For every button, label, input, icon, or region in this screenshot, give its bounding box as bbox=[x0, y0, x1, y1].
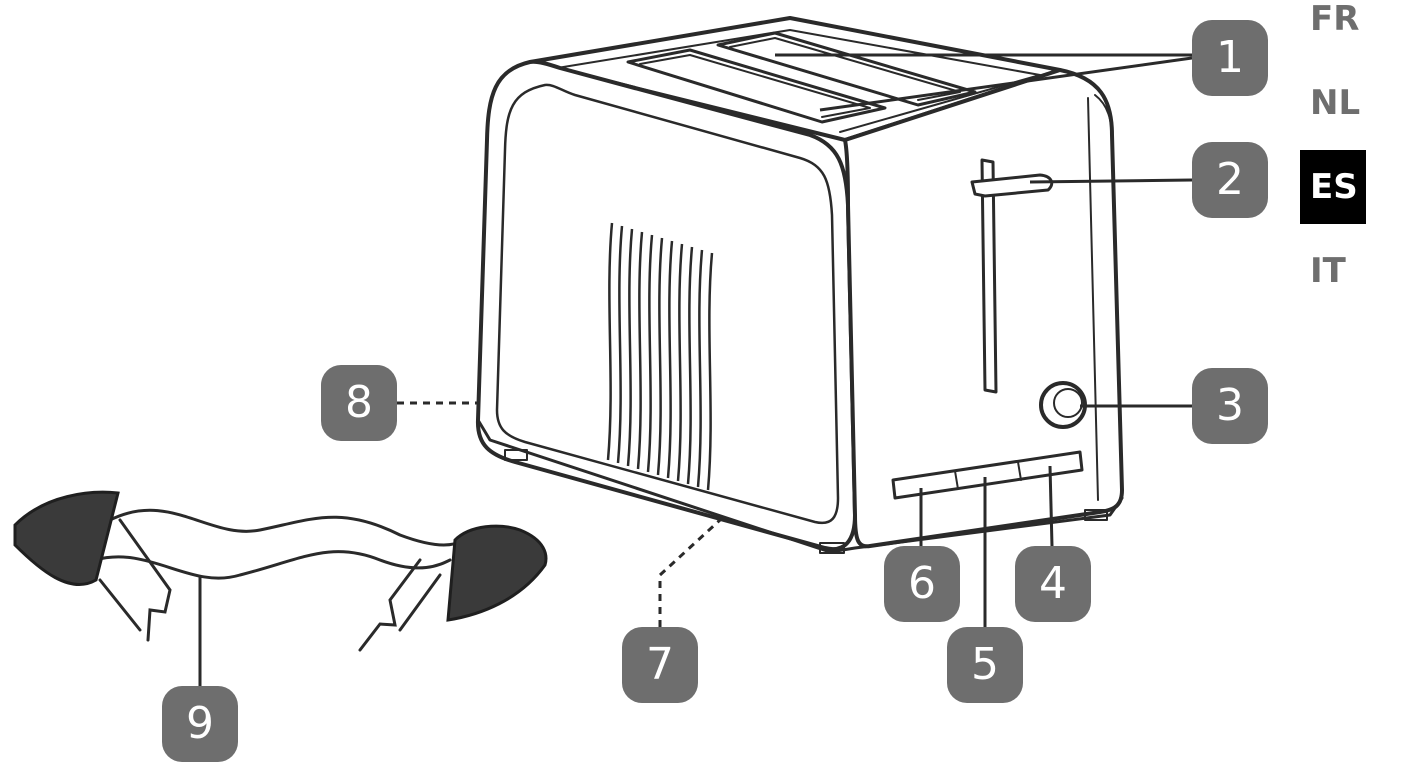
language-tab-fr[interactable]: FR bbox=[1310, 0, 1360, 39]
language-tab-it[interactable]: IT bbox=[1310, 251, 1346, 291]
bread-slot-back bbox=[716, 31, 977, 107]
callout-1: 1 bbox=[1192, 20, 1268, 96]
lever-track bbox=[980, 158, 998, 394]
bread-slot-front bbox=[626, 48, 887, 124]
crumb-tray-illustration bbox=[93, 508, 467, 652]
plug-left bbox=[13, 490, 120, 586]
language-tab-es[interactable]: ES bbox=[1300, 150, 1366, 224]
language-tabs: FR NL ES IT bbox=[1300, 0, 1415, 767]
leader-2 bbox=[1029, 178, 1193, 184]
toaster-diagram bbox=[13, 16, 1193, 686]
callout-3: 3 bbox=[1192, 368, 1268, 444]
leader-1b bbox=[819, 56, 1193, 112]
callout-8: 8 bbox=[321, 365, 397, 441]
callout-5: 5 bbox=[947, 627, 1023, 703]
callout-4: 4 bbox=[1015, 546, 1091, 622]
language-tab-nl[interactable]: NL bbox=[1310, 83, 1361, 123]
vent-grille bbox=[606, 222, 714, 491]
callout-7: 7 bbox=[622, 627, 698, 703]
callout-2: 2 bbox=[1192, 142, 1268, 218]
toaster-front-panel bbox=[475, 59, 857, 552]
callout-9: 9 bbox=[162, 686, 238, 762]
leader-lines bbox=[198, 53, 1193, 686]
leader-7 bbox=[658, 518, 722, 627]
callout-6: 6 bbox=[884, 546, 960, 622]
toaster-illustration bbox=[475, 16, 1124, 554]
leader-4 bbox=[1048, 465, 1054, 547]
plug-right bbox=[446, 524, 548, 622]
